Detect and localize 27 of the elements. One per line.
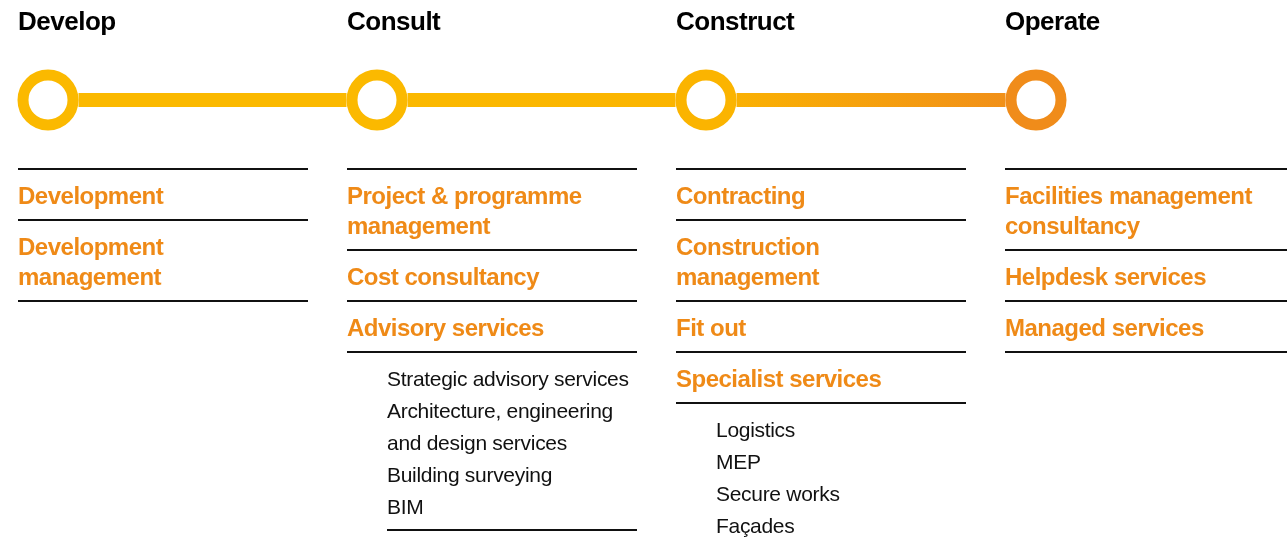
service-heading: Specialist services [676, 364, 883, 394]
service-heading: Development management [18, 232, 165, 292]
service-heading: Cost consultancy [347, 262, 541, 292]
stage-heading: Operate [1005, 6, 1100, 37]
service-item: BIM [387, 494, 425, 520]
service-heading: Development [18, 181, 165, 211]
service-item: Secure works [716, 481, 841, 507]
service-heading: Construction management [676, 232, 821, 292]
service-heading: Project & programme management [347, 181, 583, 241]
service-item: Logistics [716, 417, 796, 443]
service-item: Strategic advisory services [387, 366, 630, 392]
timeline-connector [407, 93, 676, 107]
timeline-connector [78, 93, 347, 107]
service-item: Architecture, engineering and design services [387, 398, 614, 456]
service-heading: Helpdesk services [1005, 262, 1207, 292]
service-heading: Contracting [676, 181, 807, 211]
service-heading: Advisory services [347, 313, 545, 343]
timeline-connector [736, 93, 1006, 107]
service-item: Building surveying [387, 462, 554, 488]
service-heading: Facilities management consultancy [1005, 181, 1254, 241]
service-item: Façades [716, 513, 796, 539]
stage-heading: Develop [18, 6, 116, 37]
stage-heading: Consult [347, 6, 441, 37]
stage-heading: Construct [676, 6, 795, 37]
service-heading: Managed services [1005, 313, 1205, 343]
service-item: MEP [716, 449, 762, 475]
service-heading: Fit out [676, 313, 747, 343]
